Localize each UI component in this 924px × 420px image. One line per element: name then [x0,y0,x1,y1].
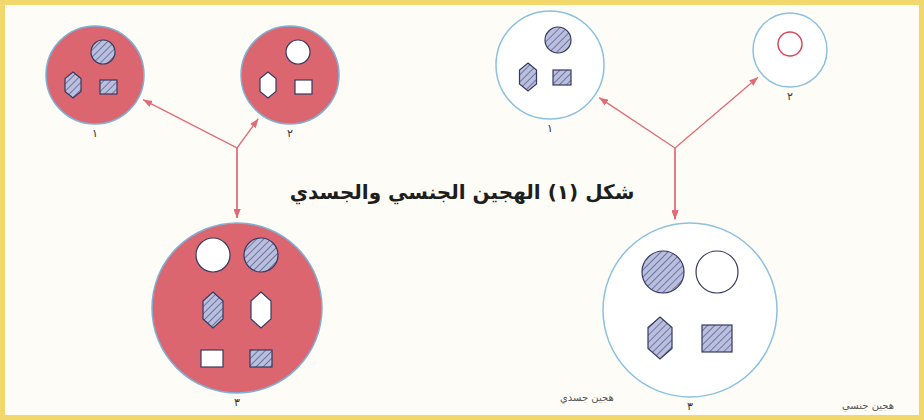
organelle-hexagon [203,292,223,328]
cell-membrane [753,13,827,87]
organelle-square [553,70,571,85]
cell-outline [602,222,778,398]
organelle-hexagon [520,63,537,91]
cell-membrane [152,223,322,393]
callout-number: ٢ [752,91,828,103]
figure-title: شكل (١) الهجين الجنسي والجسدي [0,180,924,204]
cell-outline [752,12,828,88]
hybrid-caption: هجين جسدي [560,392,614,404]
organelle-square [250,350,272,367]
nucleus [696,251,738,293]
organelle-square [295,80,312,94]
cell-membrane [603,223,777,397]
fusion-arrow [675,77,758,219]
nucleus [196,238,230,272]
organelle-hexagon [648,317,672,359]
organelle-square [100,80,117,94]
cell-circle: ٢ [752,12,828,88]
nucleus [244,238,278,272]
organelle-hexagon [251,292,271,328]
cell-outline [240,25,340,125]
callout-number: ٣ [151,397,323,409]
hybrid-caption: هجين جنسي [842,400,894,412]
fusion-arrow [143,100,237,218]
callout-number: ١ [495,123,605,135]
callout-number: ١ [45,128,145,140]
cell-circle: ٣ [151,222,323,394]
callout-number: ٣ [602,401,778,413]
organelle-square [201,350,223,367]
cell-circle: ١ [495,10,605,120]
fusion-arrow [237,119,258,218]
cell-outline [151,222,323,394]
cell-outline [45,25,145,125]
cell-circle: ٢ [240,25,340,125]
cell-membrane [46,26,144,124]
nucleus [642,251,684,293]
cell-circle: ٣ [602,222,778,398]
nucleus [91,40,115,64]
organelle-hexagon [260,72,276,98]
cell-circle: ١ [45,25,145,125]
organelle-hexagon [65,72,81,98]
cell-membrane [496,11,604,119]
nucleus-ring [778,32,802,56]
nucleus [286,40,310,64]
cell-membrane [241,26,339,124]
nucleus [545,27,571,53]
callout-number: ٢ [240,128,340,140]
organelle-square [702,325,732,352]
cell-outline [495,10,605,120]
